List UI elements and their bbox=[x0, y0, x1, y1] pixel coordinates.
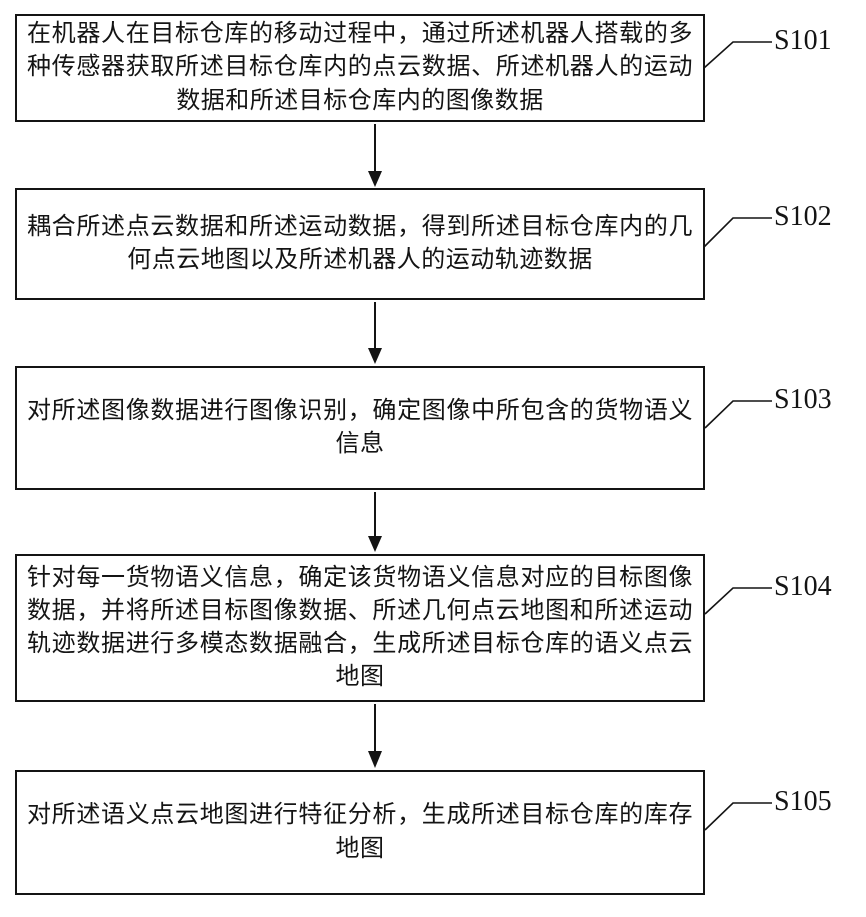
flow-arrow-2 bbox=[368, 302, 382, 364]
step-box-s104: 针对每一货物语义信息，确定该货物语义信息对应的目标图像数据，并将所述目标图像数据… bbox=[15, 554, 705, 702]
step-box-s105: 对所述语义点云地图进行特征分析，生成所述目标仓库的库存地图 bbox=[15, 770, 705, 895]
step-label-s103: S103 bbox=[774, 384, 832, 415]
leader-line-s103 bbox=[704, 400, 772, 429]
step-text-s102: 耦合所述点云数据和所述运动数据，得到所述目标仓库内的几何点云地图以及所述机器人的… bbox=[27, 213, 693, 273]
step-text-s103: 对所述图像数据进行图像识别，确定图像中所包含的货物语义信息 bbox=[27, 397, 693, 457]
leader-line-s101 bbox=[703, 41, 772, 69]
step-text-s104: 针对每一货物语义信息，确定该货物语义信息对应的目标图像数据，并将所述目标图像数据… bbox=[27, 564, 693, 691]
step-label-s105: S105 bbox=[774, 786, 832, 817]
step-box-s102: 耦合所述点云数据和所述运动数据，得到所述目标仓库内的几何点云地图以及所述机器人的… bbox=[15, 188, 705, 300]
step-text-s105: 对所述语义点云地图进行特征分析，生成所述目标仓库的库存地图 bbox=[27, 802, 693, 862]
step-box-s103: 对所述图像数据进行图像识别，确定图像中所包含的货物语义信息 bbox=[15, 366, 705, 490]
flow-arrow-4 bbox=[368, 704, 382, 768]
flow-arrow-1 bbox=[368, 124, 382, 187]
leader-line-s102 bbox=[703, 217, 772, 248]
flow-arrow-3 bbox=[368, 492, 382, 552]
leader-line-s104 bbox=[704, 587, 772, 615]
step-text-s101: 在机器人在目标仓库的移动过程中，通过所述机器人搭载的多种传感器获取所述目标仓库内… bbox=[27, 21, 693, 114]
step-label-s101: S101 bbox=[774, 25, 832, 56]
leader-line-s105 bbox=[704, 802, 772, 831]
step-label-s104: S104 bbox=[774, 571, 832, 602]
step-box-s101: 在机器人在目标仓库的移动过程中，通过所述机器人搭载的多种传感器获取所述目标仓库内… bbox=[15, 14, 705, 122]
step-label-s102: S102 bbox=[774, 201, 832, 232]
